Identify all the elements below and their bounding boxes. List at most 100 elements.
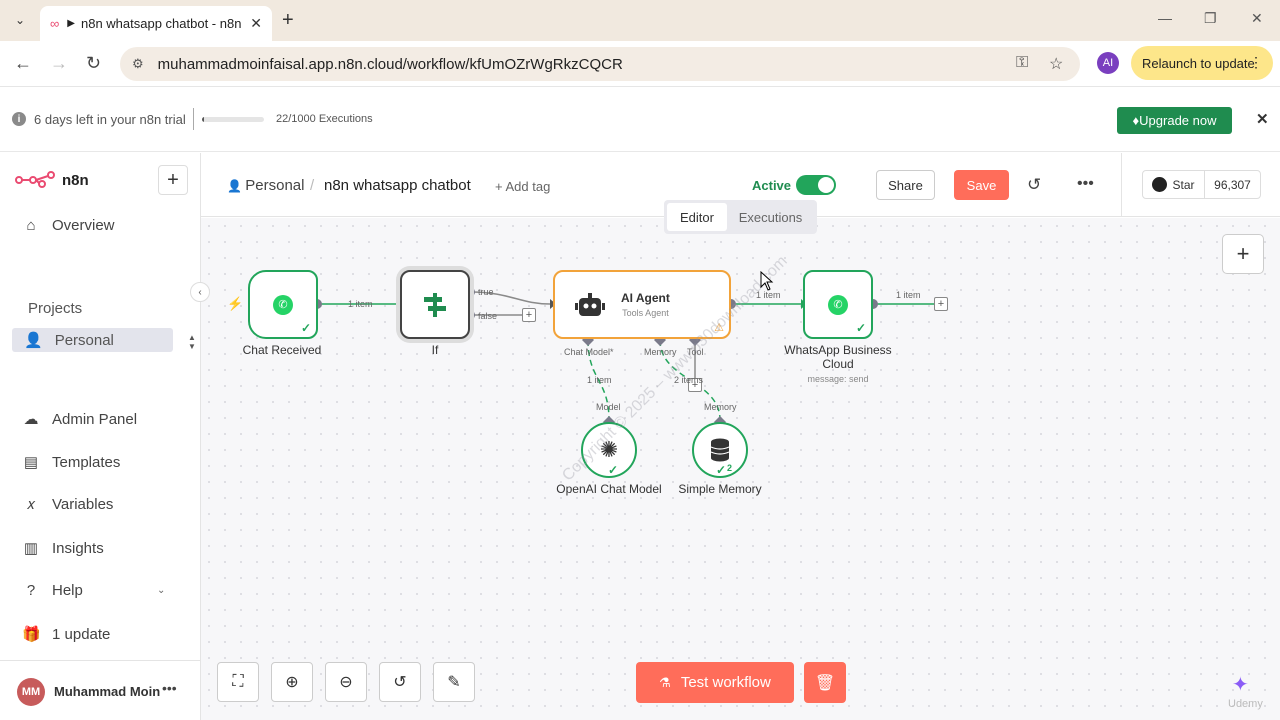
executions-text: 22/1000 Executions [276,113,373,125]
udemy-watermark: Udemy [1228,698,1263,710]
ai-agent-subtitle: Tools Agent [622,308,669,318]
reload-icon[interactable]: ↻ [86,53,102,73]
node-simple-memory[interactable]: ✓ 2 [692,422,748,478]
tidy-up-button[interactable]: ✎ [433,662,475,702]
workflow-name[interactable]: n8n whatsapp chatbot [324,177,471,194]
add-node-button[interactable]: + [1222,234,1264,274]
ai-assistant-icon[interactable]: ✦ [1232,674,1249,696]
collapse-sidebar-icon[interactable]: ‹ [190,282,210,302]
tab-executions[interactable]: Executions [738,209,803,225]
node-openai-chat-model[interactable]: ✺ ✓ [581,422,637,478]
sidebar-item-help[interactable]: ? Help [22,582,83,599]
url-field[interactable]: ⚙ muhammadmoinfaisal.app.n8n.cloud/workf… [120,47,1080,81]
window-close-icon[interactable]: ✕ [1251,10,1263,26]
if-true-label: true [478,287,494,297]
forward-icon[interactable]: → [50,53,68,73]
trash-icon: 🗑 [814,674,836,692]
delete-button[interactable]: 🗑 [804,662,846,703]
zoom-in-icon: ⊕ [285,674,299,691]
browser-tabbar: ⌄ ∞ ▶ n8n whatsapp chatbot - n8n ✕ + — ❐… [0,0,1280,41]
sidebar-item-templates[interactable]: ▤ Templates [22,453,121,472]
user-menu[interactable]: MM Muhammad Moin ••• [0,660,201,720]
tab-editor[interactable]: Editor [667,203,727,231]
new-tab-icon[interactable]: + [282,9,294,31]
sidebar-item-admin-panel[interactable]: ☁ Admin Panel [22,410,138,429]
whatsapp-icon: ✆ [828,294,848,315]
create-button[interactable]: + [158,165,188,195]
browser-tab[interactable]: ∞ ▶ n8n whatsapp chatbot - n8n ✕ [40,6,272,41]
add-branch-button[interactable]: + [522,308,536,322]
warning-icon: ⚠ [714,322,724,334]
sidebar-item-label: Admin Panel [52,410,138,428]
reset-zoom-button[interactable]: ↺ [379,662,421,702]
tab-close-icon[interactable]: ✕ [250,15,262,31]
info-icon: i [12,112,26,126]
more-options-icon[interactable]: ••• [1077,175,1094,192]
sidebar-item-insights[interactable]: ▥ Insights [22,539,104,558]
save-button[interactable]: Save [954,170,1009,200]
node-ai-agent[interactable]: AI Agent Tools Agent ⚠ [553,270,731,339]
more-icon[interactable]: ••• [162,680,177,696]
sidebar-item-label: Overview [52,217,115,234]
profile-avatar[interactable]: AI [1097,52,1119,74]
banner-close-icon[interactable]: ✕ [1256,111,1269,128]
chevron-down-icon[interactable]: ⌄ [157,585,166,596]
address-bar: ← → ↻ ⚙ muhammadmoinfaisal.app.n8n.cloud… [0,41,1280,87]
avatar: MM [17,678,45,706]
scroll-arrows-icon[interactable]: ▲▼ [188,333,196,351]
sidebar-item-update[interactable]: 🎁 1 update [22,625,110,644]
sidebar-item-variables[interactable]: 𝑥 Variables [22,496,114,513]
bookmark-star-icon[interactable]: ☆ [1049,56,1064,73]
whatsapp-icon: ✆ [273,294,293,315]
n8n-logo[interactable]: n8n [14,171,89,189]
key-icon[interactable]: ⚿ [1016,54,1029,71]
sidebar-item-overview[interactable]: ⌂ Overview [22,217,115,234]
minimize-icon[interactable]: — [1158,10,1172,26]
ai-agent-title: AI Agent [621,291,670,305]
upgrade-label: Upgrade now [1139,113,1217,128]
fit-view-icon: ⛶ [232,673,244,690]
relaunch-button[interactable]: Relaunch to update ⋮ [1131,46,1273,80]
brand-name: n8n [62,171,89,189]
sidebar-item-label: Templates [52,453,121,471]
lightning-trigger-icon: ⚡ [227,296,244,311]
history-icon[interactable]: ↺ [1027,175,1042,194]
edge-label: 1 item [756,290,781,300]
site-settings-icon[interactable]: ⚙ [132,56,144,71]
edge-label: 1 item [896,290,921,300]
upgrade-button[interactable]: ♦Upgrade now [1117,107,1232,134]
success-check-icon: ✓ [855,321,866,335]
github-star-label: Star [1172,177,1195,192]
question-icon: ? [26,582,36,599]
play-icon: ▶ [67,18,75,29]
gift-icon: 🎁 [22,626,41,643]
active-toggle[interactable] [796,175,836,195]
tab-search-icon[interactable]: ⌄ [14,13,26,27]
breadcrumb-project[interactable]: 👤 Personal [227,177,304,194]
node-whatsapp-business-cloud[interactable]: ✆ ✓ [803,270,873,339]
zoom-in-button[interactable]: ⊕ [271,662,313,702]
browser-menu-icon[interactable]: ⋮ [1249,54,1263,70]
restore-icon[interactable]: ❐ [1204,10,1217,26]
node-if[interactable] [400,270,470,339]
n8n-logo-icon [15,171,55,188]
add-tag-button[interactable]: + Add tag [495,179,551,194]
test-workflow-label: Test workflow [680,674,771,691]
github-star-button[interactable]: Star 96,307 [1142,170,1261,199]
relaunch-label: Relaunch to update [1142,55,1255,71]
port-memory-label: Memory [644,347,677,357]
node-chat-received[interactable]: ✆ ✓ [248,270,318,339]
mouse-cursor-icon [760,271,774,291]
test-workflow-button[interactable]: ⚗ Test workflow [636,662,794,703]
sidebar-item-personal[interactable]: 👤 Personal [12,328,173,352]
trial-text: 6 days left in your n8n trial [34,112,186,127]
share-button[interactable]: Share [876,170,935,200]
undo-icon: ↺ [393,674,407,691]
fit-view-button[interactable]: ⛶ [217,662,259,702]
user-name: Muhammad Moin [54,684,161,699]
back-icon[interactable]: ← [14,53,32,73]
add-next-node-button[interactable]: + [934,297,948,311]
node-label-if: If [431,343,439,357]
user-icon: 👤 [24,332,43,349]
zoom-out-button[interactable]: ⊖ [325,662,367,702]
